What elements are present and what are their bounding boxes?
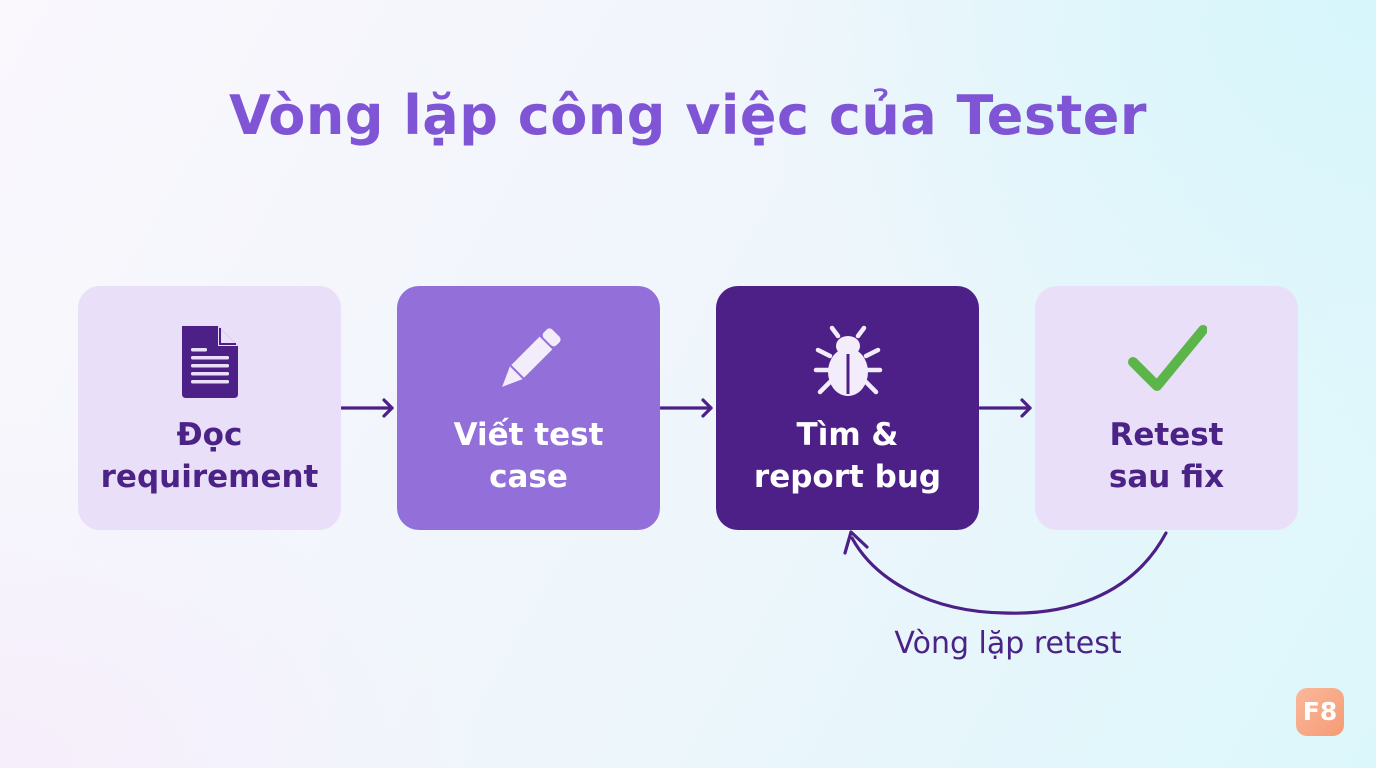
bug-icon (813, 325, 882, 396)
step-label: Tìm & report bug (753, 417, 942, 495)
loop-arrowhead (843, 530, 869, 555)
step-find-report-bug: Tìm & report bug (716, 286, 979, 530)
document-icon (181, 326, 238, 398)
step-write-test-case: Viết test case (397, 286, 660, 530)
checkmark-icon (1127, 325, 1207, 391)
step-label: Retest sau fix (1108, 417, 1225, 495)
loop-label: Vòng lặp retest (894, 626, 1122, 661)
step-label: Đọc requirement (100, 417, 319, 495)
diagram-title: Vòng lặp công việc của Tester (228, 84, 1148, 147)
step-label: Viết test case (453, 417, 604, 495)
f8-logo-badge: F8 (1296, 688, 1344, 736)
step-retest-after-fix: Retest sau fix (1035, 286, 1298, 530)
loop-arrow (850, 531, 1168, 615)
pencil-icon (501, 328, 561, 387)
step-read-requirement: Đọc requirement (78, 286, 341, 530)
